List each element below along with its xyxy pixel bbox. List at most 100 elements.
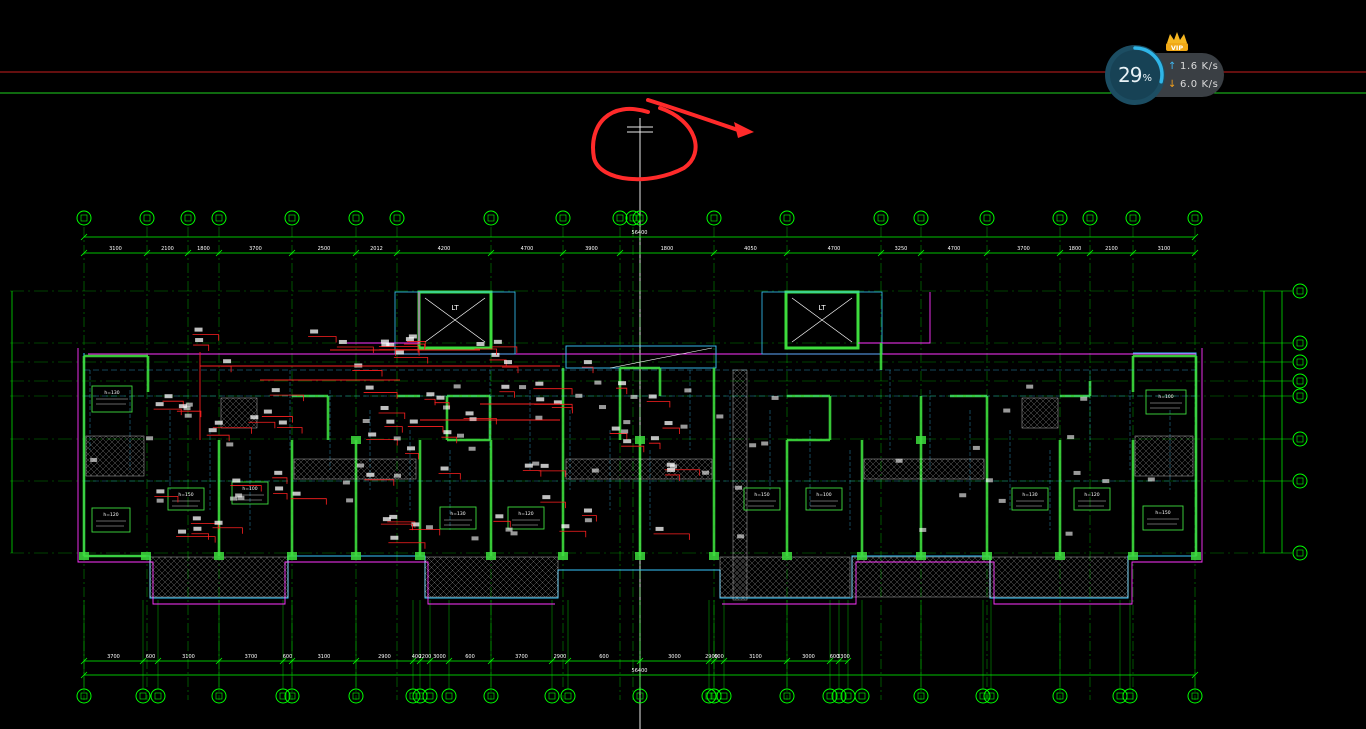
axis-bubble-mark [705,692,713,700]
hatch-line [732,509,748,525]
dim-label [959,493,967,498]
axis-bubble-mark [917,692,925,700]
hatch-line [1079,556,1121,598]
hatch-line [468,556,510,598]
hatch-line [239,556,281,598]
hatch-line [337,458,359,480]
dim-label [680,424,688,429]
hatch-line [573,458,595,480]
hatch-line [1051,397,1059,405]
dim-label [1065,531,1073,536]
hatch-line [805,556,847,598]
bottom-dimension-value: 3700 [515,654,528,660]
bottom-dimension-value: 600 [830,654,840,660]
axis-bubble-mark [564,692,572,700]
hatch-line [591,458,613,480]
axis-bubble [422,688,438,704]
hatch-line [781,556,823,598]
rebar-label [278,420,287,425]
hatch-line [887,556,929,598]
dim-label [771,395,779,400]
dim-label [519,385,527,390]
hatch-line [527,566,559,598]
hatch-line [533,572,559,598]
hatch-line [907,556,949,598]
hatch-line [1162,445,1194,477]
hatch-line [963,458,985,480]
hatch-line [732,533,748,549]
hatch-line [455,556,497,598]
hatch-line [85,435,125,475]
hatch-line [831,578,851,598]
slab-callout [743,487,781,511]
hatch-line [913,556,955,598]
rebar-mark [153,408,182,416]
hatch-line [187,556,229,598]
hatch-line [732,371,748,387]
rebar-mark [621,445,645,453]
rebar-mark [648,442,661,450]
top-dimension-tick [143,249,151,257]
axis-bubble [76,210,92,226]
hatch-line [1045,397,1059,411]
hatch-line [877,556,919,598]
dim-label [919,527,927,532]
axis-bubble [706,210,722,226]
hatch-line [1015,556,1057,598]
hatch-line [293,458,305,470]
hatch-line [510,556,552,598]
bottom-dimension-tick [426,657,434,665]
axis-bubble [822,688,838,704]
rebar-label [535,381,544,386]
hatch-line [1075,556,1117,598]
hatch-line [732,545,748,561]
hatch-line [719,556,729,566]
axis-bubble-mark [1296,549,1304,557]
axis-bubble [612,210,628,226]
hatch-line [901,556,943,598]
slab-callout-text: h=100 [816,492,831,498]
rebar-label [164,394,173,399]
rebar-mark [533,388,573,395]
hatch-line [719,556,741,578]
network-speed-widget[interactable]: 29% ↑1.6 K/s ↓6.0 K/s VIP [1104,32,1224,106]
hatch-line [1027,556,1069,598]
hatch-line [1117,556,1129,568]
top-dimension-value: 4700 [948,246,961,252]
axis-bubble-mark [487,692,495,700]
top-dimension-value: 4200 [438,246,451,252]
stair-diagonal [609,347,713,369]
axis-bubble [150,688,166,704]
upload-speed: 1.6 K/s [1180,61,1219,72]
dim-label [761,441,769,446]
axis-bubble [275,688,291,704]
rebar-mark [276,427,303,434]
hatch-line [349,458,371,480]
axis-bubble [913,210,929,226]
hatch-line [85,435,119,469]
rebar-mark [616,387,628,395]
hatch-line [769,556,811,598]
hatch-line [647,458,669,480]
dim-label [584,518,592,523]
hatch-line [405,458,417,470]
dim-label [425,525,433,530]
slab-callout [1011,487,1049,511]
rebar-label [292,491,301,496]
axis-bubble-mark [215,692,223,700]
hatch-line [732,521,748,537]
rebar-label [495,514,504,519]
hatch-line [835,556,851,572]
hatch-line [424,578,444,598]
axis-bubble [854,688,870,704]
hatch-line [129,435,145,451]
top-dimension-value: 3900 [585,246,598,252]
hatch-line [851,556,881,586]
column-marker [287,552,297,560]
rebar-label [440,466,449,471]
top-total-dimension-tick [1191,233,1199,241]
hatch-line [250,397,258,405]
axis-bubble [831,688,847,704]
hatch-line [480,556,522,598]
